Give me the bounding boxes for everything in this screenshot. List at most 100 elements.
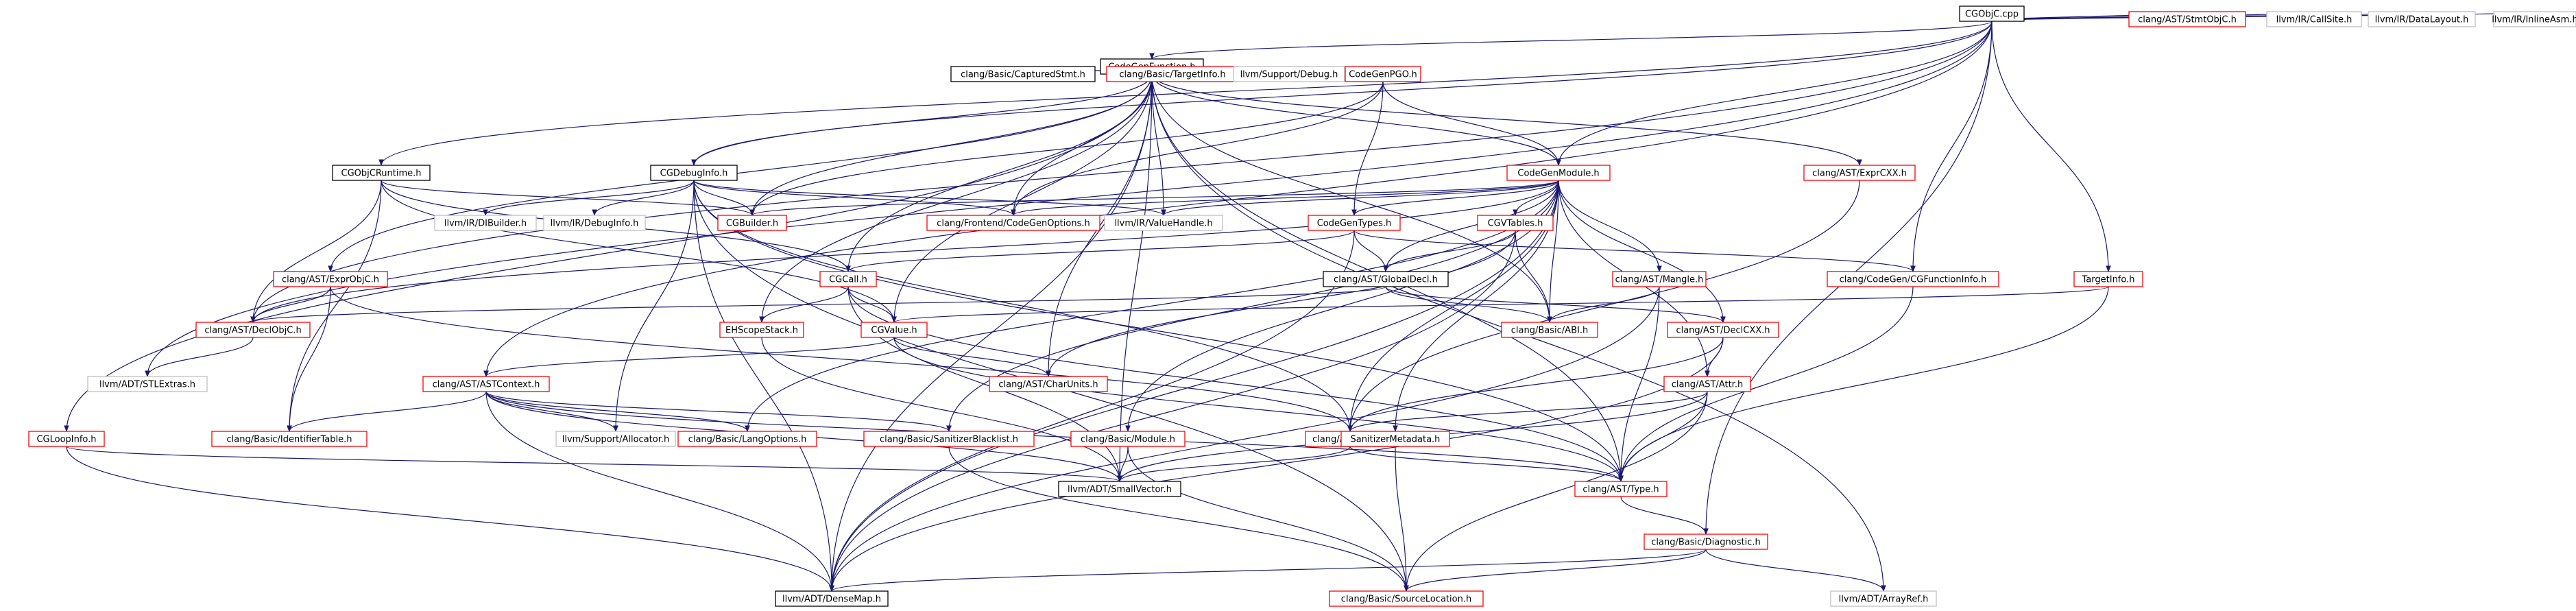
node-label: CodeGenModule.h bbox=[1517, 169, 1599, 179]
edge-codegenmodule_h-to-cgbuilder_h bbox=[749, 180, 1559, 216]
node-basic-sourcelocation-h[interactable]: clang/Basic/SourceLocation.h bbox=[1329, 590, 1484, 607]
node-cgfunctioninfo-h[interactable]: clang/CodeGen/CGFunctionInfo.h bbox=[1827, 271, 1999, 287]
node-cgloopinfo-h[interactable]: CGLoopInfo.h bbox=[28, 431, 105, 447]
node-box bbox=[543, 215, 646, 231]
node-basic-diagnostic-h[interactable]: clang/Basic/Diagnostic.h bbox=[1644, 534, 1768, 550]
edge-codegenmodule_h-to-basic_abi_h bbox=[1547, 180, 1559, 323]
node-box bbox=[28, 431, 105, 447]
node-label: llvm/ADT/SmallVector.h bbox=[1068, 485, 1172, 495]
node-layer: CGObjC.cppCodeGenFunction.hclang/AST/Stm… bbox=[28, 5, 2576, 607]
node-box bbox=[1308, 215, 1401, 231]
node-box bbox=[863, 431, 1035, 447]
edge-ast_astcontext_h-to-basic_langoptions_h bbox=[485, 391, 750, 432]
node-cgobjc-cpp: CGObjC.cpp bbox=[1959, 5, 2025, 22]
node-llvm-datalayout-h: llvm/IR/DataLayout.h bbox=[2368, 11, 2476, 27]
node-basic-targetinfo-h[interactable]: clang/Basic/TargetInfo.h bbox=[1106, 66, 1239, 82]
node-ast-exprcxx-h[interactable]: clang/AST/ExprCXX.h bbox=[1803, 165, 1916, 181]
node-llvm-valuehandle-h: llvm/IR/ValueHandle.h bbox=[1104, 215, 1223, 231]
node-box bbox=[926, 215, 1100, 231]
edge-cgobjc_cpp-to-ast_astcontext_h bbox=[483, 21, 1993, 377]
node-label: llvm/ADT/DenseMap.h bbox=[782, 595, 881, 605]
node-frontend-codegenoptions-h[interactable]: clang/Frontend/CodeGenOptions.h bbox=[926, 215, 1100, 231]
node-label: clang/AST/ExprObjC.h bbox=[282, 275, 379, 285]
node-codegentypes-h[interactable]: CodeGenTypes.h bbox=[1308, 215, 1401, 231]
node-box bbox=[717, 215, 787, 231]
node-cgvtables-h[interactable]: CGVTables.h bbox=[1477, 215, 1554, 231]
edge-codegenmodule_h-to-frontend_codegenoptions_h bbox=[1011, 180, 1559, 216]
node-ast-stmtobjc-h[interactable]: clang/AST/StmtObjC.h bbox=[2128, 11, 2246, 27]
node-ast-attr-h[interactable]: clang/AST/Attr.h bbox=[1663, 376, 1751, 392]
edge-ast_mangle_h-to-basic_abi_h bbox=[1547, 286, 1660, 323]
node-ehscopestack-h[interactable]: EHScopeStack.h bbox=[719, 322, 804, 338]
edge-ast_globaldecl_h-to-ast_declobjc_h bbox=[250, 286, 1386, 323]
node-label: clang/AST/StmtObjC.h bbox=[2138, 15, 2237, 25]
node-llvm-debug-h: llvm/Support/Debug.h bbox=[1233, 66, 1345, 82]
node-targetinfo-h[interactable]: TargetInfo.h bbox=[2073, 271, 2143, 287]
node-codegenmodule-h[interactable]: CodeGenModule.h bbox=[1506, 165, 1611, 181]
node-box bbox=[1663, 376, 1751, 392]
node-llvm-allocator-h: llvm/Support/Allocator.h bbox=[555, 431, 676, 447]
node-basic-langoptions-h[interactable]: clang/Basic/LangOptions.h bbox=[677, 431, 817, 447]
node-label: clang/Basic/Module.h bbox=[1081, 435, 1175, 445]
edge-basic_diagnostic_h-to-basic_sourcelocation_h bbox=[1404, 549, 1707, 592]
node-box bbox=[1345, 66, 1421, 82]
node-codegenpgo-h[interactable]: CodeGenPGO.h bbox=[1345, 66, 1421, 82]
node-label: llvm/IR/InlineAsm.h bbox=[2492, 15, 2576, 25]
node-llvm-densemap-h[interactable]: llvm/ADT/DenseMap.h bbox=[775, 590, 889, 607]
node-label: clang/AST/Attr.h bbox=[1672, 380, 1743, 390]
edge-cgobjc_cpp-to-cgfunctioninfo_h bbox=[1910, 21, 1993, 272]
node-box bbox=[273, 271, 388, 287]
edge-cgobjc_cpp-to-cgobjcruntime_h bbox=[378, 21, 1993, 166]
node-cgcall-h[interactable]: CGCall.h bbox=[819, 271, 877, 287]
edge-codegentypes_h-to-llvm_densemap_h bbox=[829, 230, 1355, 592]
edge-cgobjc_cpp-to-codegenmodule_h bbox=[1556, 21, 1993, 166]
node-ast-charunits-h[interactable]: clang/AST/CharUnits.h bbox=[989, 376, 1108, 392]
edge-codegenfunction_h-to-ast_exprcxx_h bbox=[1151, 73, 1862, 166]
edge-codegenmodule_h-to-ast_mangle_h bbox=[1558, 180, 1662, 272]
edge-ast_exprcxx_h-to-ast_expr_h bbox=[1347, 180, 1860, 432]
node-box bbox=[1644, 534, 1768, 550]
edge-basic_sanitizerblacklist_h-to-basic_sourcelocation_h bbox=[948, 446, 1409, 592]
node-basic-sanitizerblacklist-h[interactable]: clang/Basic/SanitizerBlacklist.h bbox=[863, 431, 1035, 447]
node-ast-exprobjc-h[interactable]: clang/AST/ExprObjC.h bbox=[273, 271, 388, 287]
edge-cgfunctioninfo_h-to-ast_type_h bbox=[1618, 286, 1914, 482]
node-label: CGBuilder.h bbox=[726, 219, 778, 229]
node-ast-globaldecl-h[interactable]: clang/AST/GlobalDecl.h bbox=[1323, 271, 1449, 287]
node-llvm-smallvector-h[interactable]: llvm/ADT/SmallVector.h bbox=[1058, 481, 1181, 497]
edge-codegenpgo_h-to-cgbuilder_h bbox=[749, 81, 1384, 216]
node-label: EHScopeStack.h bbox=[725, 326, 798, 336]
node-ast-type-h[interactable]: clang/AST/Type.h bbox=[1574, 481, 1668, 497]
node-ast-declobjc-h[interactable]: clang/AST/DeclObjC.h bbox=[195, 322, 311, 338]
node-basic-capturedstmt-h[interactable]: clang/Basic/CapturedStmt.h bbox=[950, 66, 1096, 82]
node-box bbox=[1506, 165, 1611, 181]
edge-codegenfunction_h-to-llvm_valuehandle_h bbox=[1151, 73, 1166, 216]
node-cgbuilder-h[interactable]: CGBuilder.h bbox=[717, 215, 787, 231]
edge-codegenmodule_h-to-codegentypes_h bbox=[1351, 180, 1559, 216]
node-box bbox=[1233, 66, 1345, 82]
node-cgdebuginfo-h[interactable]: CGDebugInfo.h bbox=[650, 165, 738, 181]
node-basic-identifiertable-h[interactable]: clang/Basic/IdentifierTable.h bbox=[211, 431, 368, 447]
edge-codegenmodule_h-to-llvm_densemap_h bbox=[829, 180, 1559, 592]
edge-cgvtables_h-to-basic_abi_h bbox=[1515, 230, 1552, 323]
node-cgvalue-h[interactable]: CGValue.h bbox=[860, 322, 928, 338]
edge-basic_diagnostic_h-to-llvm_arrayref_h bbox=[1705, 549, 1886, 592]
node-ast-astcontext-h[interactable]: clang/AST/ASTContext.h bbox=[422, 376, 550, 392]
edge-targetinfo_h-to-cgvalue_h bbox=[891, 286, 2109, 323]
node-ast-mangle-h[interactable]: clang/AST/Mangle.h bbox=[1612, 271, 1707, 287]
node-basic-module-h[interactable]: clang/Basic/Module.h bbox=[1070, 431, 1185, 447]
edge-cgobjc_cpp-to-llvm_stlextras_h bbox=[145, 21, 1993, 377]
node-cgobjcruntime-h[interactable]: CGObjCRuntime.h bbox=[332, 165, 431, 181]
node-box bbox=[1104, 215, 1223, 231]
edge-layer bbox=[64, 11, 2537, 592]
node-sanitizermetadata-h[interactable]: SanitizerMetadata.h bbox=[1340, 431, 1450, 447]
node-label: clang/Basic/TargetInfo.h bbox=[1119, 70, 1225, 80]
edge-ast_declobjc_h-to-llvm_stlextras_h bbox=[145, 337, 254, 377]
node-box bbox=[422, 376, 550, 392]
node-basic-abi-h[interactable]: clang/Basic/ABI.h bbox=[1501, 322, 1598, 338]
node-label: llvm/IR/ValueHandle.h bbox=[1114, 219, 1212, 229]
edge-codegenpgo_h-to-codegenmodule_h bbox=[1382, 81, 1561, 166]
node-box bbox=[1329, 590, 1484, 607]
node-ast-declcxx-h[interactable]: clang/AST/DeclCXX.h bbox=[1667, 322, 1779, 338]
edge-codegenmodule_h-to-llvm_valuehandle_h bbox=[1161, 180, 1559, 216]
